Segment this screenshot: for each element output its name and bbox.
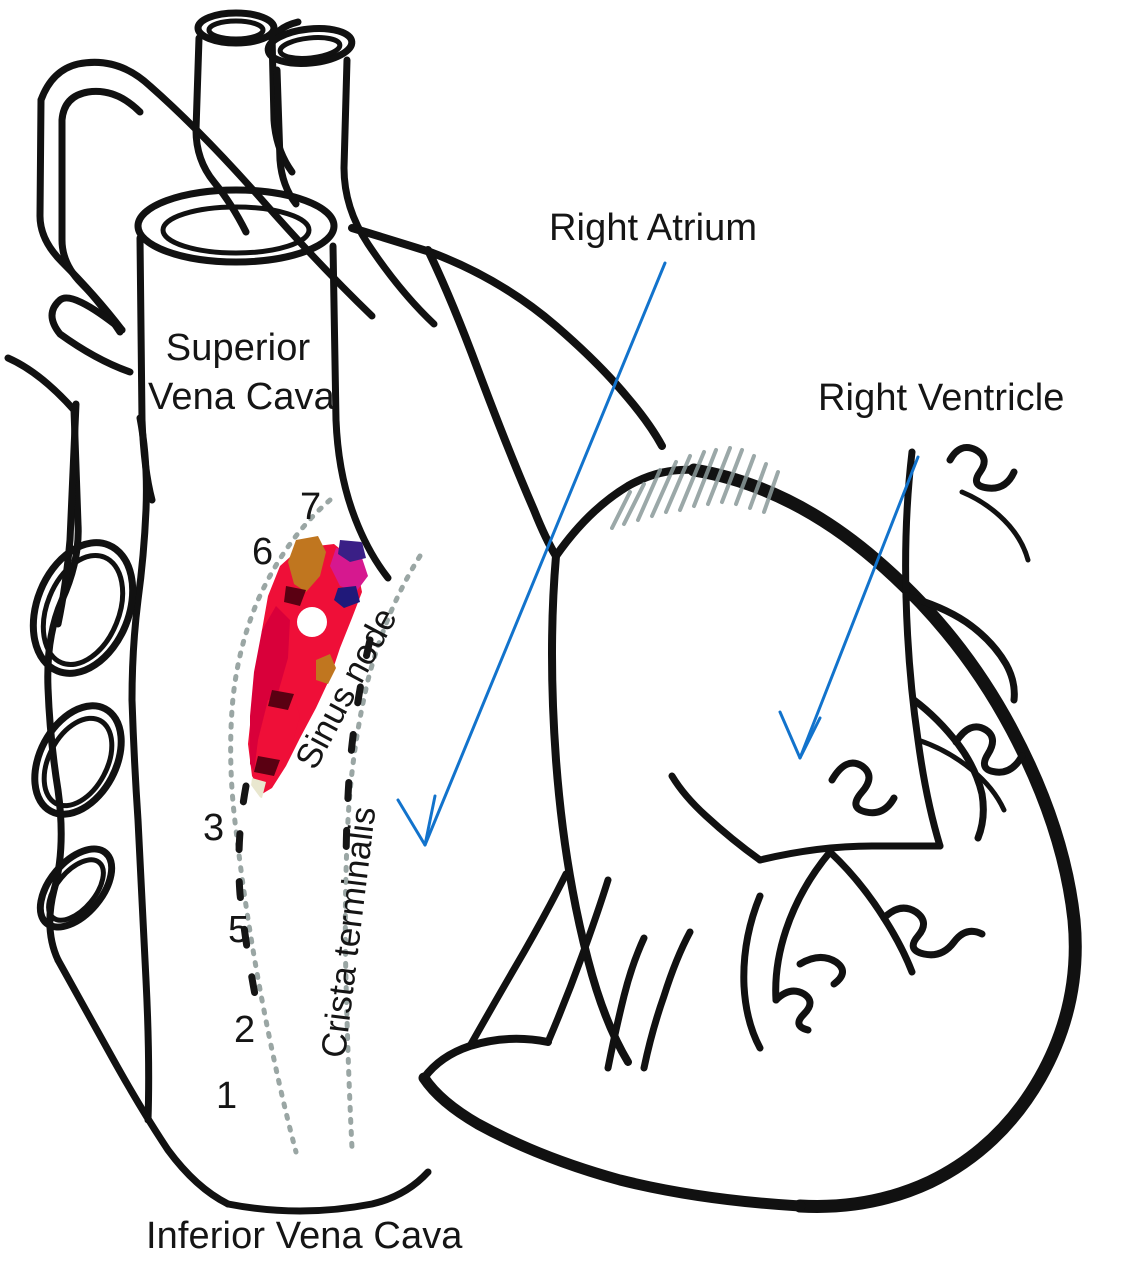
vessel-tube-2-body (340, 56, 438, 328)
aorta-descending (48, 294, 134, 376)
right-ventricle-group (418, 463, 1082, 1213)
coronary-lower-twig (796, 954, 846, 988)
left-wall-right (128, 414, 153, 1124)
sinus-node-dark-streak-1 (284, 586, 306, 606)
svc-label-line1: Superior (165, 327, 311, 369)
coronary-mid-wiggle (880, 904, 986, 959)
crista-terminalis-dotted-lines (228, 497, 423, 1155)
coronary-left-branch (756, 842, 944, 864)
pulmonary-vein-opening-3-inner (46, 857, 106, 923)
aortic-arch-inner (36, 96, 126, 334)
rv-left-border (548, 552, 632, 1066)
sinus-node-purple-patch (338, 540, 366, 562)
rv-lower-left-notch (420, 1034, 552, 1082)
pulmonary-vein-opening-3-outer (36, 845, 116, 931)
sinus-node-central-hole (297, 607, 327, 637)
coronary-main-branch-a (902, 592, 1018, 704)
right-ventricle-label: Right Ventricle (818, 377, 1065, 419)
pulmonary-vein-opening-1-inner (40, 552, 126, 668)
crista-right-dark-dash (342, 636, 374, 876)
vessel-tube-1-rim-outer (194, 9, 278, 47)
coronary-squiggle-top (952, 723, 1026, 776)
sinus-node-orange-patch-2 (316, 654, 336, 684)
rv-outer-contour (687, 463, 1082, 1213)
crista-terminalis-dark-dashes (235, 636, 374, 1004)
sinus-node-tissue (248, 536, 368, 798)
svc-rim-inner (160, 204, 312, 256)
sinus-node-navy-patch (334, 586, 360, 608)
coronary-branch-down (772, 848, 834, 1004)
vessel-tube-2-rim-inner (277, 35, 343, 61)
atrial-appendage-upper (348, 224, 666, 450)
right-atrium-arrow-head (396, 794, 437, 847)
aortic-arch-lower (58, 87, 144, 336)
rv-apex-inner (466, 870, 570, 1050)
rv-septal-notch (640, 928, 694, 1072)
great-vessels-group (36, 9, 438, 582)
left-wall-inner (54, 400, 80, 628)
coronary-far-left (668, 772, 764, 864)
region-number-6: 6 (252, 531, 274, 573)
coronary-main-trunk (902, 448, 944, 850)
coronary-lower-branch (740, 892, 764, 1052)
right-atrium-label: Right Atrium (549, 207, 758, 249)
rv-apex-fold (544, 876, 612, 1046)
sinus-node-dark-streak-3 (254, 756, 280, 776)
ivc-wall-left (54, 956, 232, 1208)
coronary-fine-twig-1 (959, 489, 1031, 563)
crista-left-dark-dash (235, 782, 260, 1004)
leader-arrows-group (396, 261, 920, 847)
svc-rim-outer (134, 186, 338, 266)
crista-right-dotted-line (342, 553, 423, 1151)
vessel-tube-2-right (273, 66, 300, 208)
svc-right-wall (329, 242, 392, 582)
rv-papillary-notch (604, 934, 648, 1072)
rv-inferior-border (418, 1072, 806, 1212)
pulmonary-vein-opening-2-outer (31, 702, 125, 818)
coronary-fine-twig-2 (915, 737, 1007, 813)
region-number-2: 2 (234, 1009, 256, 1051)
av-groove-shading (610, 446, 780, 530)
sinus-node-orange-patch (288, 536, 326, 592)
right-ventricle-arrow-line (798, 455, 920, 760)
coronary-squiggle-upper (946, 444, 1018, 492)
coronary-wiggle-left (828, 759, 898, 817)
right-atrium-arrow-line (423, 261, 667, 847)
vessel-tube-1-body (192, 34, 250, 236)
pulmonary-vein-opening-2-inner (41, 715, 115, 809)
ivc-bottom (224, 1168, 432, 1215)
vessel-tube-2-rim-outer (264, 25, 356, 67)
vessel-tube-1-rim-inner (206, 18, 266, 42)
atrium-av-groove (552, 465, 698, 560)
sinus-node-dark-streak-2 (268, 690, 294, 710)
superior-vena-cava-label: Superior Vena Cava (148, 324, 335, 421)
crista-left-dotted-line (228, 497, 333, 1155)
atrial-appendage-lower (424, 246, 560, 560)
left-vessels-group (4, 354, 432, 1215)
coronary-artery-tree (668, 444, 1031, 1052)
region-number-1: 1 (216, 1075, 238, 1117)
region-number-3: 3 (203, 807, 225, 849)
region-number-7: 7 (300, 486, 322, 528)
coronary-terminal-left (772, 987, 814, 1034)
svc-label-line2: Vena Cava (148, 375, 335, 418)
region-number-5: 5 (228, 909, 250, 951)
inferior-vena-cava-label: Inferior Vena Cava (146, 1215, 463, 1257)
pulmonary-vein-opening-1-outer (29, 539, 137, 677)
right-ventricle-arrow-head (778, 710, 822, 760)
